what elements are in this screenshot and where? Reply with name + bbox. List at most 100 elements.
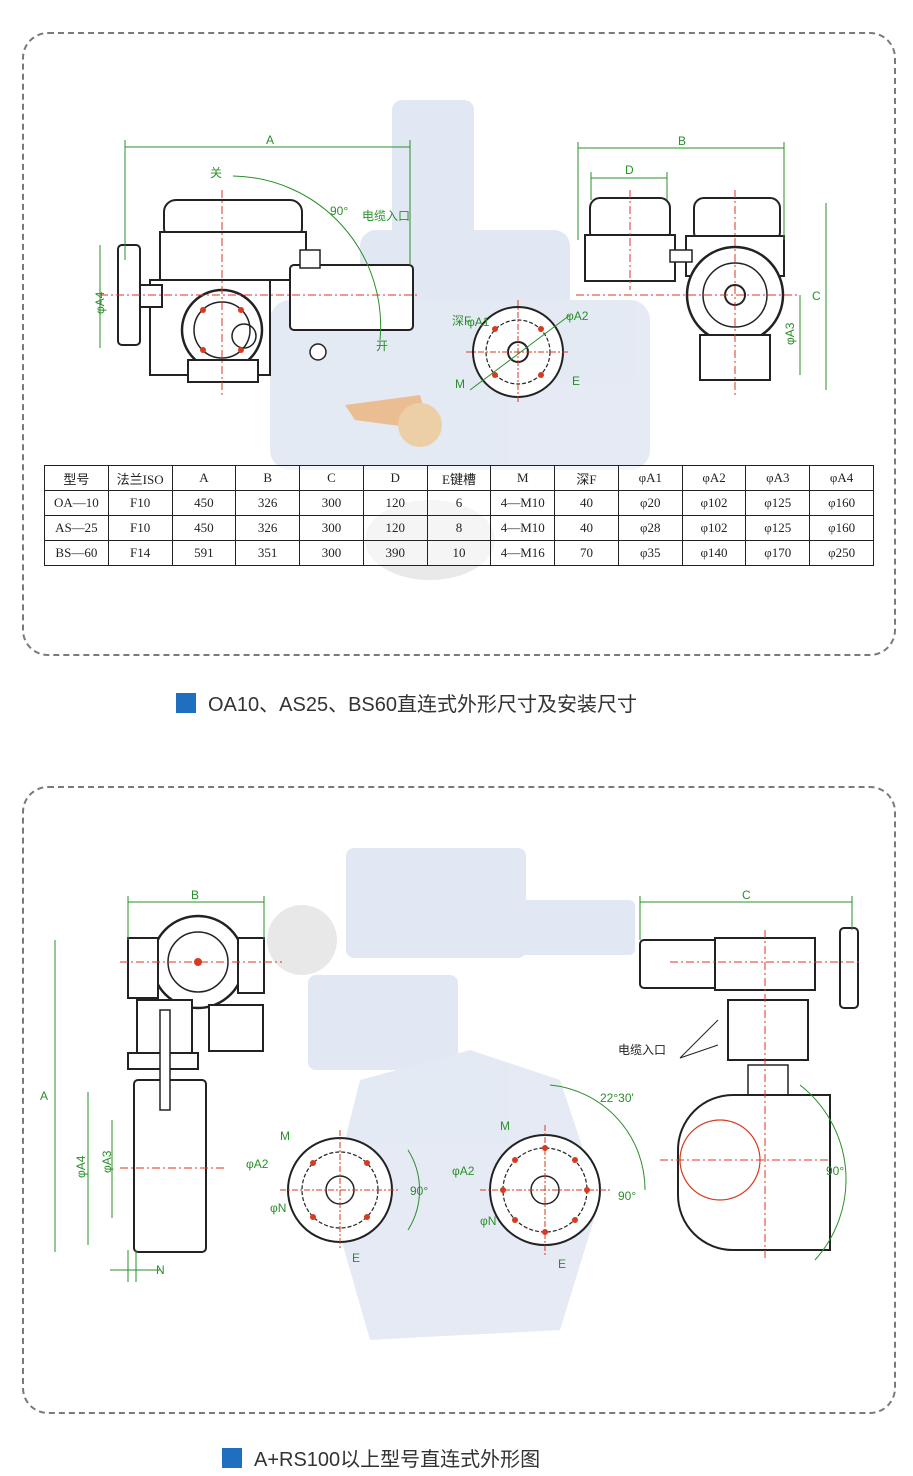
cable-entry-label-fig2: 电缆入口 [618, 1043, 666, 1057]
table-cell: F14 [107, 540, 173, 566]
E-label-fig2a: E [352, 1251, 360, 1265]
table-cell: φ125 [745, 515, 811, 541]
table-header-cell: M [490, 465, 556, 491]
close-label: 关 [210, 166, 222, 180]
table-cell: AS—25 [44, 515, 109, 541]
dim-D-label-fig1: D [625, 163, 634, 177]
dim-C-label-fig2: C [742, 888, 751, 902]
table-cell: 450 [171, 515, 237, 541]
angle2230-label: 22°30' [600, 1091, 634, 1105]
table-cell: φ28 [617, 515, 683, 541]
fig2-front-view [639, 927, 860, 1261]
table-cell: OA—10 [44, 490, 109, 516]
table-cell: 4—M10 [490, 490, 556, 516]
caption-bullet-icon [222, 1447, 242, 1468]
figure1-caption-text: OA10、AS25、BS60直连式外形尺寸及安装尺寸 [208, 694, 637, 716]
table-cell: φ160 [809, 490, 874, 516]
table-cell: 4—M16 [490, 540, 556, 566]
table-cell: 70 [554, 540, 619, 566]
table-header-cell: D [362, 465, 428, 491]
table-cell: 40 [554, 490, 619, 516]
table-header-cell: A [171, 465, 237, 491]
table-header-cell: φA2 [681, 465, 747, 491]
table-cell: 40 [554, 515, 619, 541]
table-cell: φ102 [681, 515, 747, 541]
dim-A-label-fig2: A [40, 1089, 48, 1103]
M-label-fig2a: M [280, 1129, 290, 1143]
table-header-cell: 法兰ISO [107, 465, 173, 491]
table-cell: 326 [235, 490, 301, 516]
table-header-cell: E键槽 [426, 465, 492, 491]
table-header-cell: 型号 [44, 465, 109, 491]
table-cell: φ160 [809, 515, 874, 541]
dim-fig2-left [54, 896, 265, 1282]
table-cell: 390 [362, 540, 428, 566]
table-cell: 591 [171, 540, 237, 566]
table-cell: BS—60 [44, 540, 109, 566]
angle90-label-fig2a: 90° [410, 1184, 428, 1198]
depth-label: 深F [452, 314, 471, 328]
phiA4-label-fig1: φA4 [93, 291, 107, 314]
phiA2-label-fig1: φA2 [566, 309, 589, 323]
table-cell: φ35 [617, 540, 683, 566]
table-header-cell: φA1 [617, 465, 683, 491]
fig1-front-view [100, 190, 420, 395]
table-cell: 4—M10 [490, 515, 556, 541]
E-label-fig2b: E [558, 1257, 566, 1271]
M-label-fig1: M [455, 377, 465, 391]
phiA3-label-fig1: φA3 [783, 322, 797, 345]
fig1-side-view [576, 190, 800, 395]
dim-B-label-fig2: B [191, 888, 199, 902]
table-cell: 10 [426, 540, 492, 566]
table-cell: 300 [299, 540, 364, 566]
figure2-caption-text: A+RS100以上型号直连式外形图 [254, 1449, 541, 1471]
phiN-label-fig2b: φN [480, 1214, 496, 1228]
cable-entry-label-fig1: 电缆入口 [362, 209, 410, 223]
table-cell: φ250 [809, 540, 874, 566]
caption-bullet-icon [176, 692, 196, 713]
table-cell: 120 [362, 515, 428, 541]
table-header-cell: 深F [554, 465, 619, 491]
table-cell: 300 [299, 490, 364, 516]
phiN-label-fig2a: φN [270, 1201, 286, 1215]
table-cell: 326 [235, 515, 301, 541]
table-cell: 450 [171, 490, 237, 516]
table-cell: 120 [362, 490, 428, 516]
angle90-label-fig2c: 90° [826, 1164, 844, 1178]
table-cell: φ102 [681, 490, 747, 516]
table-header-cell: B [235, 465, 301, 491]
table-cell: φ170 [745, 540, 811, 566]
dim-A-fig1 [99, 140, 411, 348]
table-cell: 6 [426, 490, 492, 516]
ghost-actuator-2 [267, 848, 635, 1340]
table-cell: φ125 [745, 490, 811, 516]
table-cell: 300 [299, 515, 364, 541]
table-header-cell: φA4 [809, 465, 874, 491]
E-label-fig1: E [572, 374, 580, 388]
figure1-caption: OA10、AS25、BS60直连式外形尺寸及安装尺寸 [176, 688, 637, 717]
fig2-flange-b [480, 1084, 646, 1255]
phiA2-label-fig2b: φA2 [452, 1164, 475, 1178]
phiA1-label-fig1: φA1 [467, 315, 490, 329]
fig2-flange-a [280, 1130, 421, 1250]
dim-C-fig2 [639, 896, 853, 940]
figure2-panel [22, 786, 896, 1414]
phiA4-label-fig2: φA4 [74, 1155, 88, 1178]
table-cell: 8 [426, 515, 492, 541]
open-label: 开 [376, 339, 388, 353]
M-label-fig2b: M [500, 1119, 510, 1133]
angle90-label-fig2b: 90° [618, 1189, 636, 1203]
table-header-cell: φA3 [745, 465, 811, 491]
dim-A-label-fig1: A [266, 133, 274, 147]
dim-C-label-fig1: C [812, 289, 821, 303]
figure1-panel [22, 32, 896, 656]
table-cell: φ140 [681, 540, 747, 566]
figure2-caption: A+RS100以上型号直连式外形图 [222, 1443, 540, 1472]
table-cell: 351 [235, 540, 301, 566]
